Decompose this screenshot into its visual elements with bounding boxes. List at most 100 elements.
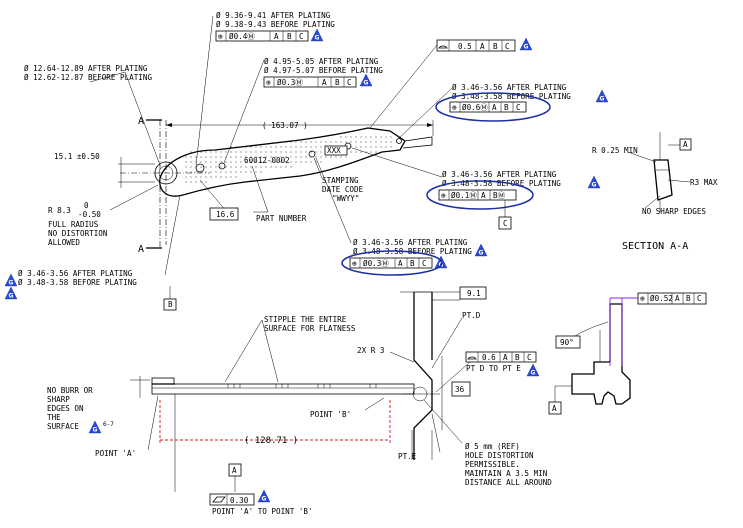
burr-grade: 6-7: [103, 421, 114, 428]
highlight-ellipse-bm: [341, 250, 443, 276]
g-marker-1: G: [310, 28, 324, 42]
svg-text:G: G: [315, 35, 320, 42]
g-marker-9: G: [4, 286, 18, 300]
point-b-label: POINT 'B': [310, 410, 351, 419]
svg-text:G: G: [524, 44, 529, 51]
g-marker-5: G: [587, 175, 601, 189]
fcf-flatness: 0.30: [209, 493, 255, 506]
point-a-label: POINT 'A': [95, 449, 136, 458]
svg-text:A: A: [398, 259, 403, 268]
hole-mid-2: [218, 162, 226, 170]
datum-b: B: [163, 298, 177, 311]
r3-2x: 2X R 3: [357, 346, 384, 355]
svg-text:A: A: [503, 353, 508, 362]
datum-c: C: [498, 216, 512, 230]
part-number-label: PART NUMBER: [256, 214, 307, 223]
r3max-label: R3 MAX: [690, 178, 718, 187]
svg-text:⊕: ⊕: [441, 191, 446, 200]
top-dia-after: Ø 9.36-9.41 AFTER PLATING: [216, 11, 331, 20]
svg-text:16.6: 16.6: [216, 210, 235, 219]
arm-outline: [159, 127, 406, 197]
svg-text:B: B: [493, 42, 498, 51]
left-b-before: Ø 3.48-3.58 BEFORE PLATING: [18, 278, 137, 287]
svg-text:A: A: [492, 103, 497, 112]
svg-text:G: G: [592, 182, 597, 189]
r025-label: R 0.25 MIN: [592, 146, 638, 155]
g-marker-12: G: [257, 489, 271, 503]
svg-text:C: C: [422, 259, 427, 268]
c-dia-before: Ø 3.48-3.58 BEFORE PLATING: [442, 179, 561, 188]
point-a-to-b: POINT 'A' TO POINT 'B': [212, 507, 313, 516]
left-dia-before: Ø 12.62-12.87 BEFORE PLATING: [24, 73, 152, 82]
svg-text:90°: 90°: [560, 338, 574, 347]
svg-text:Ø0.3Ⓜ: Ø0.3Ⓜ: [363, 259, 389, 268]
fcf-pos-052: ⊕ Ø0.52 A B C: [637, 292, 707, 305]
highlight-ellipse-rt: [435, 92, 551, 122]
svg-text:⊕: ⊕: [352, 259, 357, 268]
hole-note-2: HOLE DISTORTION: [465, 451, 534, 460]
full-radius-3: ALLOWED: [48, 238, 80, 247]
svg-text:A: A: [481, 191, 486, 200]
svg-text:C: C: [347, 78, 352, 87]
svg-text:B: B: [686, 294, 691, 303]
g-marker-10: G: [526, 363, 540, 377]
svg-text:⊕: ⊕: [218, 32, 223, 41]
full-radius-2: NO DISTORTION: [48, 229, 108, 238]
hole-note-5: DISTANCE ALL AROUND: [465, 478, 552, 487]
hole-note-3: PERMISSIBLE.: [465, 460, 520, 469]
c-dia-after: Ø 3.46-3.56 AFTER PLATING: [442, 170, 557, 179]
burr-5: SURFACE: [47, 422, 79, 431]
top-view: [89, 15, 453, 299]
dim-16-6-box: 16.6: [209, 207, 239, 221]
svg-text:G: G: [479, 250, 484, 257]
svg-text:B: B: [504, 103, 509, 112]
svg-text:G: G: [531, 370, 536, 377]
svg-text:0.30: 0.30: [230, 496, 249, 505]
fcf-c: ⊕ Ø0.1Ⓜ A BⓂ: [438, 189, 517, 201]
fcf-mid: ⊕ Ø0.3Ⓜ A B C: [263, 76, 357, 88]
g-marker-6: G: [474, 243, 488, 257]
svg-text:⊕: ⊕: [266, 78, 271, 87]
mid-dia-before: Ø 4.97-5.07 BEFORE PLATING: [264, 66, 383, 75]
bm-dia-after: Ø 3.46-3.56 AFTER PLATING: [353, 238, 468, 247]
svg-text:BⓂ: BⓂ: [493, 191, 506, 200]
hole-rt: [396, 138, 402, 144]
svg-text:A: A: [675, 294, 680, 303]
svg-text:Ø0.4Ⓜ: Ø0.4Ⓜ: [229, 32, 255, 41]
top-dia-before: Ø 9.38-9.43 BEFORE PLATING: [216, 20, 335, 29]
svg-text:A: A: [232, 466, 237, 475]
svg-text:C: C: [527, 353, 532, 362]
full-radius-1: FULL RADIUS: [48, 220, 99, 229]
hole-note-1: Ø 5 mm (REF): [465, 442, 520, 451]
svg-text:B: B: [287, 32, 292, 41]
svg-text:A: A: [322, 78, 327, 87]
dim-163: ( 163.07 ): [262, 121, 308, 130]
svg-text:G: G: [600, 96, 605, 103]
svg-text:B: B: [168, 300, 173, 309]
svg-text:A: A: [274, 32, 279, 41]
fcf-profile-top: 0.5 A B C: [436, 39, 516, 52]
no-sharp-edges: NO SHARP EDGES: [642, 207, 706, 216]
svg-text:⊕: ⊕: [452, 103, 457, 112]
svg-text:B: B: [410, 259, 415, 268]
svg-text:9.1: 9.1: [467, 289, 481, 298]
burr-1: NO BURR OR: [47, 386, 93, 395]
stipple-note-1: STIPPLE THE ENTIRE: [264, 315, 347, 324]
r83-a: R 8.3: [48, 206, 71, 215]
datum-a-section: A: [679, 138, 692, 151]
pt-d-label: PT.D: [462, 311, 481, 320]
svg-text:G: G: [262, 496, 267, 503]
bracket-detail: [554, 297, 638, 405]
stipple-pattern: [185, 136, 392, 183]
left-dia-after: Ø 12.64-12.89 AFTER PLATING: [24, 64, 148, 73]
section-title: SECTION A-A: [622, 241, 688, 252]
svg-text:A: A: [552, 404, 557, 413]
svg-text:0.6: 0.6: [482, 353, 496, 362]
svg-text:G: G: [93, 427, 98, 434]
fcf-top: ⊕ Ø0.4Ⓜ A B C: [215, 30, 309, 42]
svg-text:C: C: [503, 219, 508, 228]
rt-dia-before: Ø 3.48-3.58 BEFORE PLATING: [452, 92, 571, 101]
svg-text:C: C: [697, 294, 702, 303]
svg-text:G: G: [9, 280, 14, 287]
